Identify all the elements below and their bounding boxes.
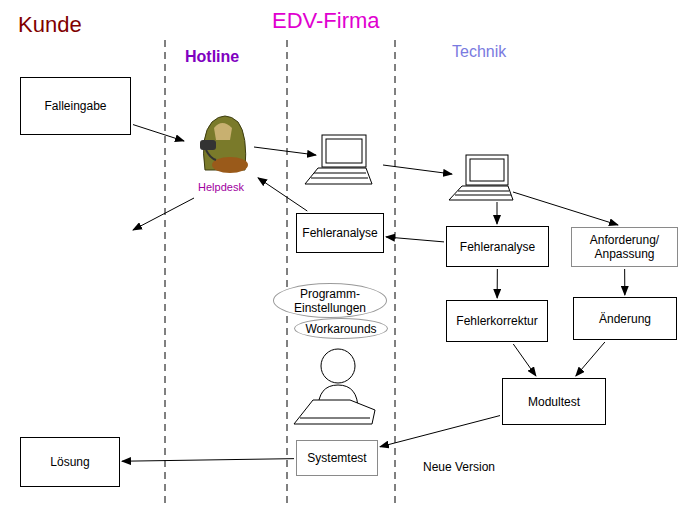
flow-connector bbox=[122, 459, 294, 462]
edge-label: Neue Version bbox=[421, 460, 497, 474]
flow-connector bbox=[380, 416, 500, 447]
node-text: Lösung bbox=[50, 455, 89, 469]
workaround-ellipse: Workarounds bbox=[294, 318, 388, 339]
laptop-icon bbox=[305, 135, 372, 184]
node-text: Änderung bbox=[599, 312, 651, 326]
laptop-icon bbox=[449, 155, 513, 200]
flow-connector bbox=[386, 237, 444, 242]
helpdesk-figure-node: Helpdesk bbox=[186, 112, 256, 194]
helpdesk-figure bbox=[200, 116, 248, 173]
system-test-box: Systemtest bbox=[296, 440, 378, 476]
change-box: Änderung bbox=[573, 297, 677, 340]
node-text: Fehlerkorrektur bbox=[456, 314, 537, 328]
node-text: Fehleranalyse bbox=[302, 226, 377, 240]
lane-heading: Kunde bbox=[18, 12, 82, 38]
node-text: Falleingabe bbox=[44, 99, 106, 113]
node-text: Systemtest bbox=[307, 451, 366, 465]
error-analysis-box: Fehleranalyse bbox=[296, 213, 384, 253]
solution-box: Lösung bbox=[20, 437, 120, 487]
node-text: Fehleranalyse bbox=[460, 240, 535, 254]
flow-connector bbox=[133, 125, 184, 141]
node-text: Workarounds bbox=[305, 322, 376, 336]
bug-fix-box: Fehlerkorrektur bbox=[446, 300, 548, 342]
node-text: Modultest bbox=[528, 395, 580, 409]
lane-heading: Hotline bbox=[185, 48, 239, 66]
swimlane-dividers bbox=[165, 40, 395, 505]
case-entry-box: Falleingabe bbox=[20, 77, 131, 135]
flow-connector bbox=[513, 344, 536, 376]
node-text: Anforderung/ Anpassung bbox=[576, 233, 673, 261]
lane-heading: Technik bbox=[452, 43, 506, 61]
flow-connector bbox=[258, 178, 307, 211]
flow-connector bbox=[624, 269, 625, 295]
request-box: Anforderung/ Anpassung bbox=[571, 227, 678, 267]
error-analysis-box: Fehleranalyse bbox=[446, 226, 549, 267]
flow-connector bbox=[576, 342, 605, 376]
flow-connector bbox=[497, 269, 498, 298]
lane-heading: EDV-Firma bbox=[272, 8, 380, 34]
module-test-box: Modultest bbox=[502, 378, 606, 425]
node-text: Helpdesk bbox=[197, 180, 245, 194]
node-text: Programm- Einstellungen bbox=[283, 287, 377, 315]
user-at-laptop bbox=[294, 349, 375, 424]
settings-ellipse: Programm- Einstellungen bbox=[273, 283, 387, 318]
